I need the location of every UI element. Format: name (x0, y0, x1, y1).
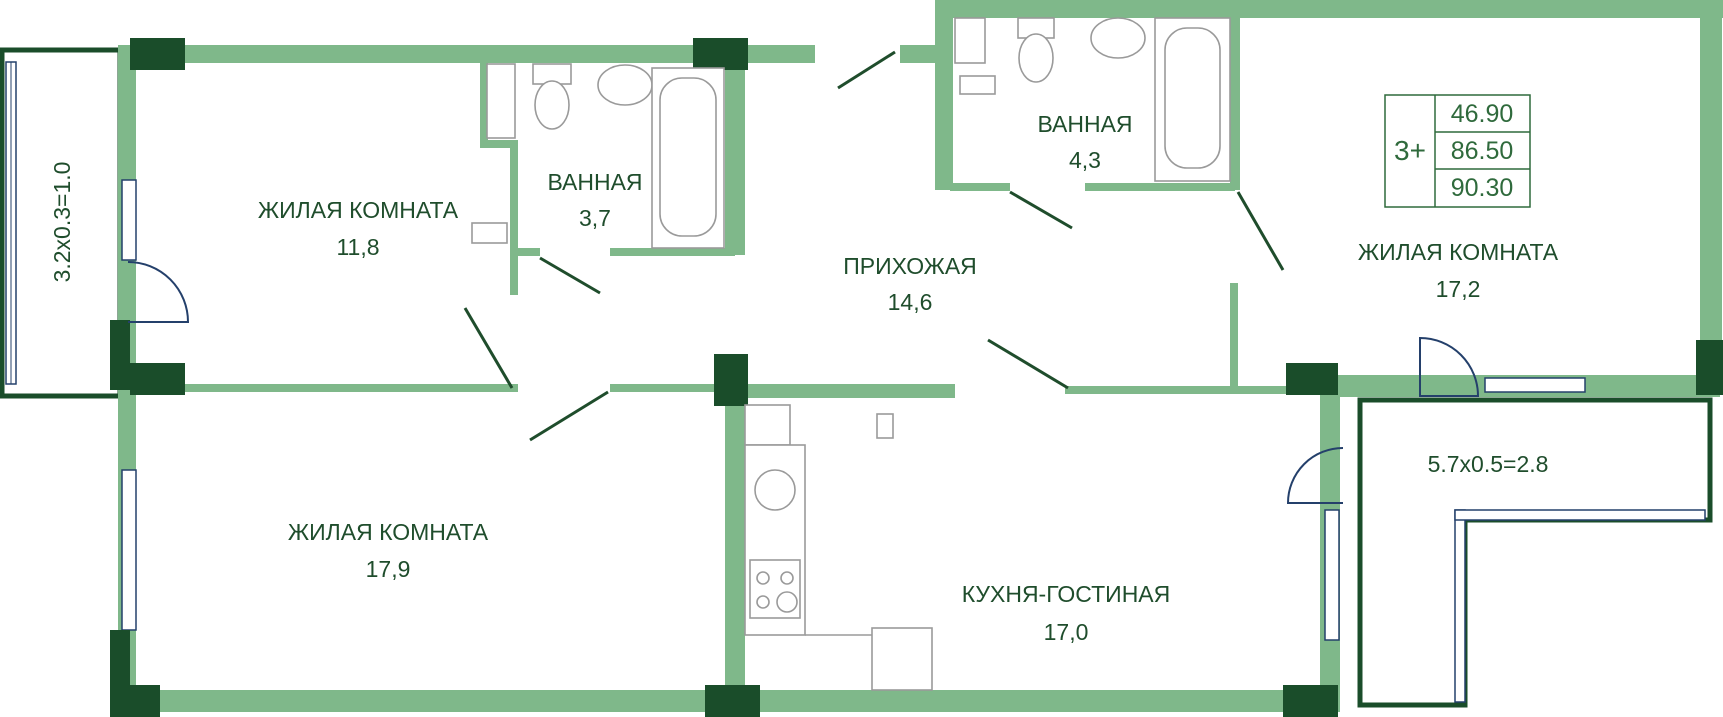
room-area: 17,0 (1044, 619, 1089, 645)
columns (110, 38, 1723, 717)
left-balcony (0, 47, 123, 399)
room-labels: ЖИЛАЯ КОМНАТА 11,8 ВАННАЯ 3,7 ПРИХОЖАЯ 1… (258, 111, 1559, 645)
room-name: ЖИЛАЯ КОМНАТА (1358, 239, 1559, 265)
room-area: 11,8 (336, 234, 379, 260)
kitchen-fixtures (744, 404, 933, 691)
room-name: КУХНЯ-ГОСТИНАЯ (962, 581, 1171, 607)
room-area: 17,2 (1436, 276, 1481, 302)
room-name: ПРИХОЖАЯ (843, 253, 977, 279)
left-balcony-label: 3.2x0.3=1.0 (49, 162, 75, 283)
interior-walls (118, 15, 1330, 694)
right-balcony (1357, 397, 1713, 708)
rooms-count: 3+ (1394, 135, 1426, 166)
room-area: 17,9 (366, 556, 411, 582)
bathroom-fixtures-right (954, 17, 1231, 182)
summary-table: 3+ 46.90 86.50 90.30 (1384, 94, 1531, 208)
room-name: ЖИЛАЯ КОМНАТА (258, 197, 459, 223)
windows (121, 179, 1586, 641)
right-balcony-label: 5.7x0.5=2.8 (1428, 451, 1549, 477)
room-name: ВАННАЯ (547, 169, 642, 195)
room-name: ВАННАЯ (1037, 111, 1132, 137)
area-living: 46.90 (1451, 100, 1514, 128)
area-with-balconies: 90.30 (1451, 174, 1514, 202)
room-area: 4,3 (1069, 147, 1101, 173)
room-area: 14,6 (888, 289, 933, 315)
doors (127, 50, 1480, 504)
area-total: 86.50 (1451, 137, 1514, 165)
room-area: 3,7 (579, 205, 611, 231)
room-name: ЖИЛАЯ КОМНАТА (288, 519, 489, 545)
bathroom-fixtures-left (471, 63, 725, 249)
